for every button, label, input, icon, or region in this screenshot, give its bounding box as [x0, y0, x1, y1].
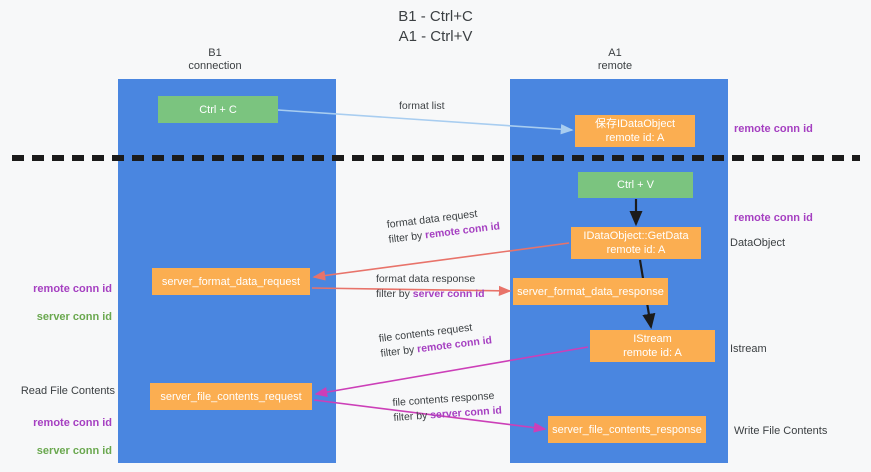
edge-label-format-list: format list [399, 100, 445, 112]
filter-by-text: filter by [393, 409, 431, 424]
phase-divider [12, 155, 860, 161]
edge-label-file-contents-request: file contents request filter by remote c… [378, 318, 493, 361]
page-title: B1 - Ctrl+C A1 - Ctrl+V [398, 8, 473, 45]
label-left-conn-ids-top: remote conn id server conn id [22, 268, 112, 338]
label-remote-conn-id-top: remote conn id [734, 123, 813, 135]
label-read-file-contents: Read File Contents [20, 385, 115, 397]
column-header-b1: B1 connection [188, 47, 242, 72]
node-ctrl-v[interactable]: Ctrl + V [578, 172, 693, 198]
edge-label-file-contents-response: file contents response filter by server … [392, 388, 502, 425]
label-left-server-conn-id-1: server conn id [36, 311, 112, 323]
label-remote-conn-id-mid: remote conn id [734, 212, 813, 224]
node-idataobject[interactable]: 保存IDataObject remote id: A [575, 115, 695, 147]
filter-by-text: filter by [379, 343, 418, 360]
label-left-remote-conn-id-2: remote conn id [33, 417, 112, 429]
node-server-format-data-response[interactable]: server_format_data_response [513, 278, 668, 305]
edge-label-line2: filter by server conn id [376, 287, 485, 302]
edge-label-line1: format data response [376, 273, 476, 285]
node-server-file-contents-request[interactable]: server_file_contents_request [150, 383, 312, 410]
column-header-a1: A1 remote [597, 47, 633, 72]
filter-key: server conn id [412, 288, 485, 300]
node-idataobject-getdata[interactable]: IDataObject::GetData remote id: A [571, 227, 701, 259]
filter-by-text: filter by [376, 288, 413, 300]
label-write-file-contents: Write File Contents [734, 425, 828, 437]
filter-by-text: filter by [387, 229, 426, 246]
label-dataobject: DataObject [730, 237, 786, 249]
node-server-format-data-request[interactable]: server_format_data_request [152, 268, 310, 295]
label-left-remote-conn-id-1: remote conn id [33, 283, 112, 295]
node-ctrl-c[interactable]: Ctrl + C [158, 96, 278, 123]
node-server-file-contents-response[interactable]: server_file_contents_response [548, 416, 706, 443]
edge-label-format-data-request: format data request filter by remote con… [386, 204, 501, 247]
label-left-conn-ids-bottom: remote conn id server conn id [22, 402, 112, 472]
filter-key: server conn id [429, 404, 503, 422]
label-istream: Istream [730, 343, 767, 355]
label-left-server-conn-id-2: server conn id [36, 445, 112, 457]
node-istream[interactable]: IStream remote id: A [590, 330, 715, 362]
edge-label-format-data-response: format data response filter by server co… [376, 272, 485, 302]
